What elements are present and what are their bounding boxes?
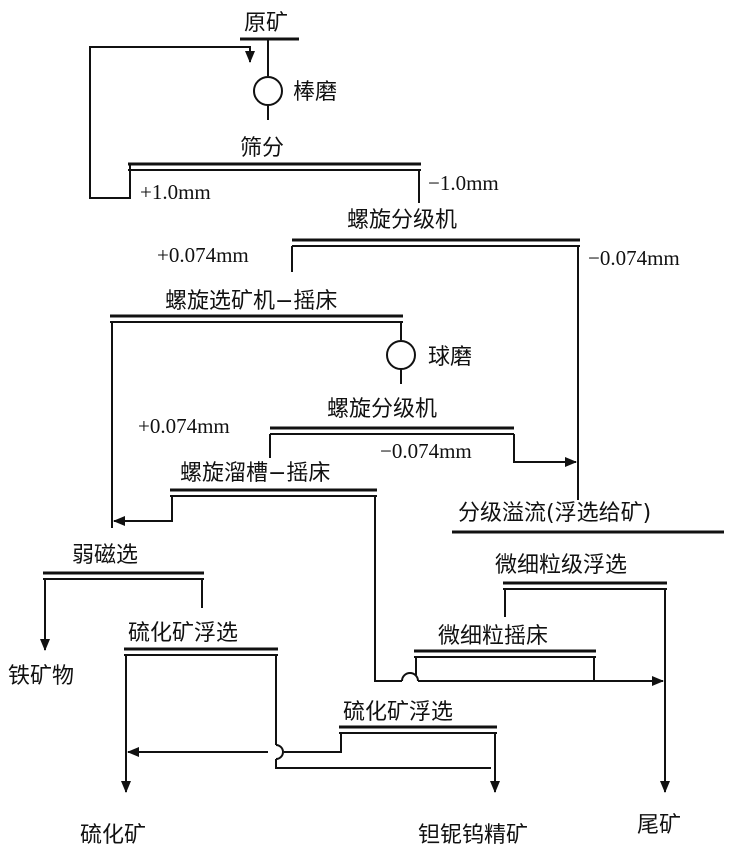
classifier-overflow-label: 分级溢流(浮选给矿) (458, 501, 651, 526)
iron-mineral-label: 铁矿物 (8, 664, 74, 689)
minus-1mm-label: −1.0mm (428, 171, 499, 195)
minus-0074-label-2: −0.074mm (380, 439, 472, 463)
rod-mill-icon (253, 76, 283, 106)
tailings-label: 尾矿 (637, 813, 681, 838)
spiral-chute-table-label: 螺旋溜槽−摇床 (180, 461, 330, 486)
sulfide-flotation-2-label: 硫化矿浮选 (343, 700, 453, 725)
chute-tailings-line (374, 496, 402, 682)
plus-1mm-label: +1.0mm (140, 180, 211, 204)
spiral-separator-table-label: 螺旋选矿机−摇床 (165, 289, 337, 314)
ball-mill-icon (386, 340, 416, 370)
fine-table-label: 微细粒摇床 (438, 624, 548, 649)
sulfide-ore-label: 硫化矿 (80, 823, 146, 848)
fine-flotation-label: 微细粒级浮选 (495, 553, 627, 578)
recycle-plus1mm-line (89, 46, 255, 199)
plus-0074-label-2: +0.074mm (138, 414, 230, 438)
overflow-line-2 (513, 434, 577, 467)
sulfide-flotation-1-label: 硫化矿浮选 (128, 621, 238, 646)
raw-ore-label: 原矿 (244, 11, 288, 36)
weak-magnetic-label: 弱磁选 (72, 543, 138, 568)
plus-0074-label-1: +0.074mm (157, 243, 249, 267)
spiral-classifier-2-label: 螺旋分级机 (327, 397, 437, 422)
ball-mill-label: 球磨 (428, 345, 472, 370)
rod-mill-label: 棒磨 (293, 80, 337, 105)
concentrate-label: 钽铌钨精矿 (418, 823, 528, 848)
minus-0074-label-1: −0.074mm (588, 246, 680, 270)
chute-concentrate-line (113, 496, 173, 526)
spiral-classifier-1-label: 螺旋分级机 (347, 208, 457, 233)
screening-label: 筛分 (240, 136, 284, 161)
